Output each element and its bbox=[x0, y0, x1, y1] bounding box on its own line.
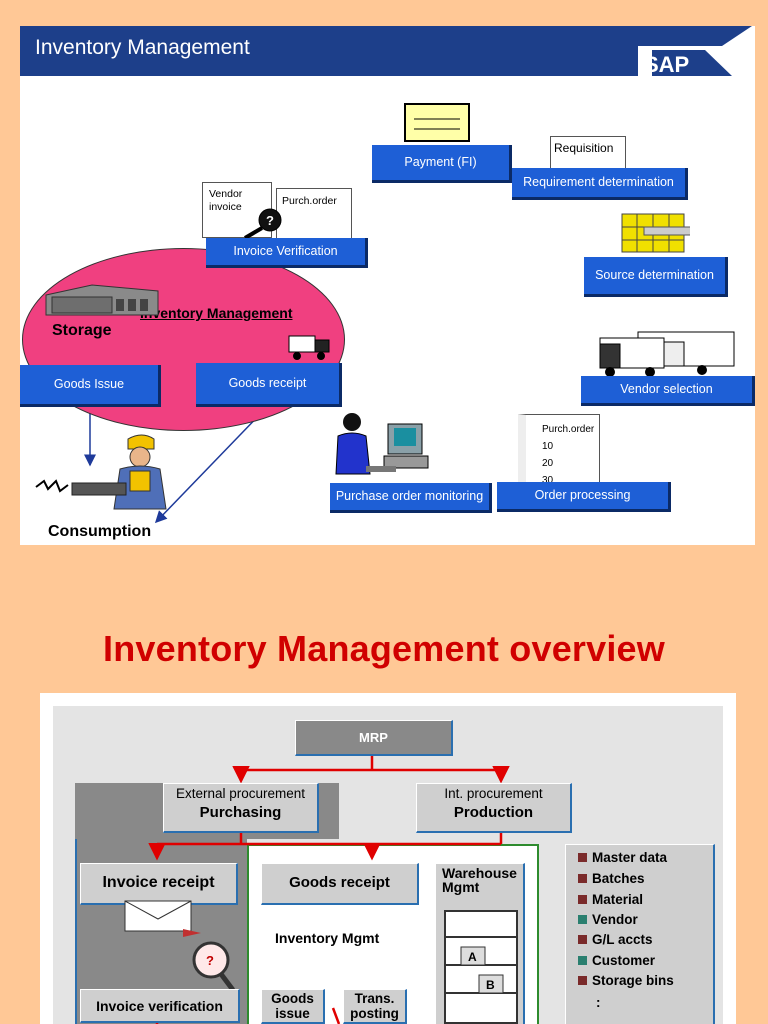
order-processing-box: Order processing bbox=[497, 482, 671, 512]
ellipse-label: Inventory Management bbox=[140, 305, 293, 321]
goods-receipt-label: Goods receipt bbox=[289, 874, 390, 891]
invoice-verification-box: Invoice Verification bbox=[206, 238, 368, 268]
goods-issue-label: Goods issue bbox=[271, 991, 314, 1021]
goods-issue-box: Goods issue bbox=[261, 989, 325, 1024]
purch-order-small-document: Purch.order bbox=[276, 188, 352, 240]
goods-issue-box: Goods Issue bbox=[20, 365, 161, 407]
trucks-icon bbox=[599, 331, 735, 377]
trans-posting-label: Trans. posting bbox=[350, 991, 399, 1021]
flow-lines bbox=[148, 754, 510, 1024]
magnifier-question-icon: ? bbox=[243, 208, 282, 240]
inventory-overview-panel: MRP External procurement Purchasing Int.… bbox=[40, 693, 736, 1024]
po-line-2: 20 bbox=[542, 458, 554, 469]
vendor-invoice-text: Vendor invoice bbox=[209, 188, 243, 213]
panel-header: Inventory Management SAP bbox=[20, 26, 755, 76]
vendor-selection-box: Vendor selection bbox=[581, 376, 755, 406]
source-determination-box: Source determination bbox=[584, 257, 728, 297]
overview-diagram: MRP External procurement Purchasing Int.… bbox=[53, 706, 723, 1024]
bin-a-label: A bbox=[468, 950, 477, 964]
mrp-label: MRP bbox=[359, 730, 388, 745]
goods-receipt-box: Goods receipt bbox=[261, 863, 419, 905]
purchasing-box: External procurement Purchasing bbox=[163, 783, 319, 833]
legend-item-material: Material bbox=[578, 892, 643, 907]
po-monitoring-box: Purchase order monitoring bbox=[330, 483, 492, 513]
inventory-process-panel: Inventory Management SAP Inventory Manag… bbox=[20, 26, 755, 545]
panel-header-title: Inventory Management bbox=[35, 36, 250, 59]
sap-logo: SAP bbox=[638, 26, 755, 76]
sap-logo-text: SAP bbox=[644, 52, 689, 76]
invoice-receipt-box: Invoice receipt bbox=[80, 863, 238, 905]
magnifier-icon: ? bbox=[192, 941, 235, 992]
invoice-receipt-label: Invoice receipt bbox=[102, 874, 215, 891]
invoice-verification-box: Invoice verification bbox=[80, 989, 240, 1023]
computer-user-icon bbox=[335, 413, 429, 475]
consumption-label: Consumption bbox=[48, 523, 152, 540]
section-title: Inventory Management overview bbox=[103, 628, 665, 669]
storage-label: Storage bbox=[52, 322, 112, 339]
production-box: Int. procurement Production bbox=[416, 783, 572, 833]
warehouse-icon bbox=[45, 284, 159, 316]
legend-item-vendor: Vendor bbox=[578, 912, 638, 927]
int-procurement-label: Int. procurement bbox=[444, 786, 543, 801]
inventory-mgmt-label: Inventory Mgmt bbox=[275, 930, 380, 946]
small-truck-icon bbox=[288, 335, 330, 360]
requirement-determination-box: Requirement determination bbox=[512, 168, 688, 200]
legend-item-batches: Batches bbox=[578, 871, 645, 886]
master-data-legend: Master data Batches Material Vendor G/L … bbox=[565, 844, 715, 1024]
legend-item-storage-bins: Storage bins bbox=[578, 973, 674, 988]
external-procurement-label: External procurement bbox=[175, 786, 306, 801]
payment-fi-box: Payment (FI) bbox=[372, 145, 512, 183]
legend-more: : bbox=[596, 995, 601, 1010]
envelope-icon bbox=[124, 900, 201, 937]
trans-posting-box: Trans. posting bbox=[343, 989, 407, 1024]
po-line-3: 30 bbox=[542, 475, 554, 486]
production-label: Production bbox=[453, 804, 534, 821]
warehouse-mgmt-label: Warehouse Mgmt bbox=[442, 865, 517, 895]
bin-b-label: B bbox=[486, 978, 495, 992]
svg-text:?: ? bbox=[266, 213, 274, 228]
svg-text:?: ? bbox=[206, 953, 214, 968]
legend-item-customer: Customer bbox=[578, 953, 655, 968]
po-line-1: 10 bbox=[542, 441, 554, 452]
legend-item-master-data: Master data bbox=[578, 850, 667, 865]
purch-order-small-text: Purch.order bbox=[282, 195, 337, 207]
worker-drill-icon bbox=[35, 434, 167, 510]
requisition-text: Requisition bbox=[554, 141, 614, 155]
source-grid-icon bbox=[621, 213, 690, 253]
mrp-box: MRP bbox=[295, 720, 453, 756]
goods-receipt-box: Goods receipt bbox=[196, 363, 342, 407]
payment-document-icon bbox=[404, 103, 470, 142]
purchasing-label: Purchasing bbox=[199, 804, 282, 821]
purch-order-large-text: Purch.order bbox=[542, 424, 595, 435]
shelf-icon: A B bbox=[444, 910, 518, 1024]
legend-item-gl-accts: G/L accts bbox=[578, 932, 653, 947]
invoice-verification-label: Invoice verification bbox=[96, 998, 223, 1014]
